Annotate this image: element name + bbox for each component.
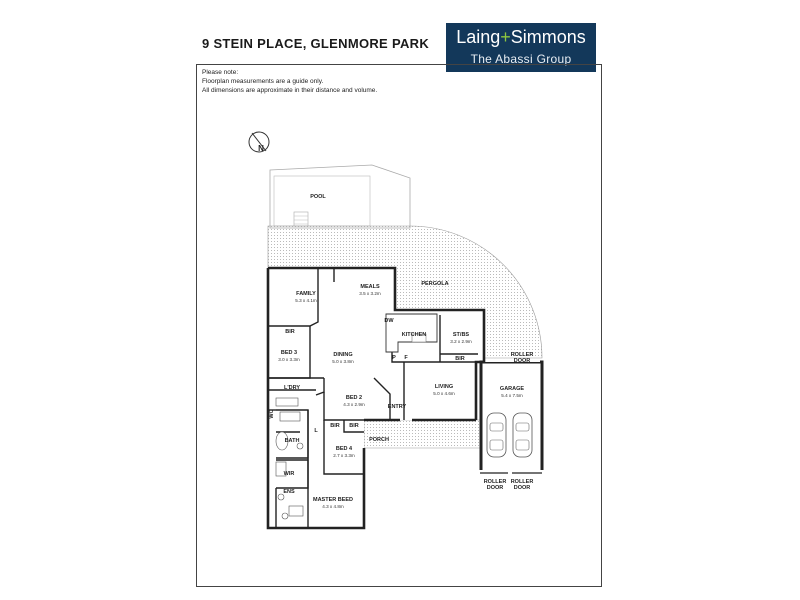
car-icon (486, 412, 507, 458)
bed3-label: BED 3 (281, 350, 297, 356)
note-line-2: Floorplan measurements are a guide only. (202, 78, 324, 85)
garage-dims: 5.4 x 7.5m (501, 393, 523, 398)
bed4-label: BED 4 (336, 446, 353, 452)
bed2-bir-a-label: BIR (330, 423, 340, 429)
room-family: FAMILY 5.3 x 4.1m (295, 291, 317, 303)
roller-door-1: ROLLER DOOR (484, 479, 507, 491)
room-study: ST/BS 3.2 x 2.9m (450, 332, 472, 344)
pool-label: POOL (310, 194, 326, 200)
study-dims: 3.2 x 2.9m (450, 339, 472, 344)
garage (478, 360, 544, 475)
bed3-dims: 3.0 x 3.3m (278, 357, 300, 362)
internal-walls (268, 268, 478, 528)
porch-label: PORCH (369, 437, 389, 443)
disclaimer-note: Please note: Floorplan measurements are … (202, 68, 377, 95)
roller-door-side-line2: DOOR (514, 358, 531, 364)
car-icon (512, 412, 533, 458)
living-dims: 5.0 x 4.6m (433, 391, 455, 396)
dining-dims: 5.0 x 3.8m (332, 359, 354, 364)
logo-brand: Laing+Simmons (446, 27, 596, 48)
north-arrow-icon: N (248, 131, 270, 153)
room-bed3: BED 3 3.0 x 3.3m (278, 350, 300, 362)
porch-area (363, 419, 481, 449)
laundry-label: L'DRY (284, 385, 300, 391)
pantry-label: P (392, 355, 396, 361)
roller-door-side: ROLLER DOOR (511, 352, 534, 364)
linen-label: L (314, 428, 318, 434)
bed3-bir-label: BIR (285, 329, 295, 335)
entry-label: ENTRY (388, 404, 407, 410)
bed4-dims: 2.7 x 3.3m (333, 453, 355, 458)
property-address: 9 STEIN PLACE, GLENMORE PARK (202, 36, 430, 51)
roller-door-2-line1: ROLLER (511, 479, 534, 485)
roller-door-2-line2: DOOR (514, 485, 531, 491)
agency-logo: Laing+Simmons The Abassi Group (446, 23, 596, 72)
bathroom-fixtures (275, 397, 304, 520)
roller-door-1-line1: ROLLER (484, 479, 507, 485)
study-bir-label: BIR (455, 356, 465, 362)
master-label: MASTER BEED (313, 497, 353, 503)
note-line-1: Please note: (202, 69, 239, 76)
dishwasher-label: DW (384, 318, 394, 324)
study-label: ST/BS (453, 332, 470, 338)
room-bed4: BED 4 2.7 x 3.3m (333, 446, 355, 458)
kitchen-label: KITCHEN (402, 332, 426, 338)
bed2-bir-b-label: BIR (349, 423, 359, 429)
bath-label: BATH (285, 438, 300, 444)
room-master: MASTER BEED 4.3 x 4.8m (313, 497, 353, 509)
logo-plus: + (500, 27, 511, 47)
pergola-area (267, 225, 543, 359)
garage-label: GARAGE (500, 386, 524, 392)
room-meals: MEALS 3.5 x 3.2m (359, 284, 381, 296)
logo-subtitle: The Abassi Group (470, 52, 572, 66)
pool-area: POOL (269, 164, 411, 229)
logo-brand-right: Simmons (510, 27, 586, 47)
wc-label: WC (269, 409, 275, 418)
ensuite-label: ENS (283, 489, 295, 495)
living-label: LIVING (435, 384, 453, 390)
compass-label: N (258, 144, 264, 153)
dining-label: DINING (333, 352, 352, 358)
kitchen-bench (385, 313, 438, 353)
note-line-3: All dimensions are approximate in their … (202, 87, 378, 94)
family-dims: 5.3 x 4.1m (295, 298, 317, 303)
meals-dims: 3.5 x 3.2m (359, 291, 381, 296)
roller-door-side-line1: ROLLER (511, 352, 534, 358)
roller-door-2: ROLLER DOOR (511, 479, 534, 491)
pergola-label: PERGOLA (421, 281, 448, 287)
logo-brand-left: Laing (456, 27, 501, 47)
floorplan-frame (196, 64, 602, 587)
room-dining: DINING 5.0 x 3.8m (332, 352, 354, 364)
room-garage: GARAGE 5.4 x 7.5m (500, 386, 524, 398)
room-bed2: BED 2 4.3 x 2.9m (343, 395, 365, 407)
roller-door-1-line2: DOOR (487, 485, 504, 491)
bed2-label: BED 2 (346, 395, 362, 401)
room-living: LIVING 5.0 x 4.6m (433, 384, 455, 396)
wir-label: WIR (284, 471, 295, 477)
family-label: FAMILY (296, 291, 316, 297)
fridge-label: F (404, 355, 408, 361)
bed2-dims: 4.3 x 2.9m (343, 402, 365, 407)
meals-label: MEALS (360, 284, 380, 290)
master-dims: 4.3 x 4.8m (322, 504, 344, 509)
